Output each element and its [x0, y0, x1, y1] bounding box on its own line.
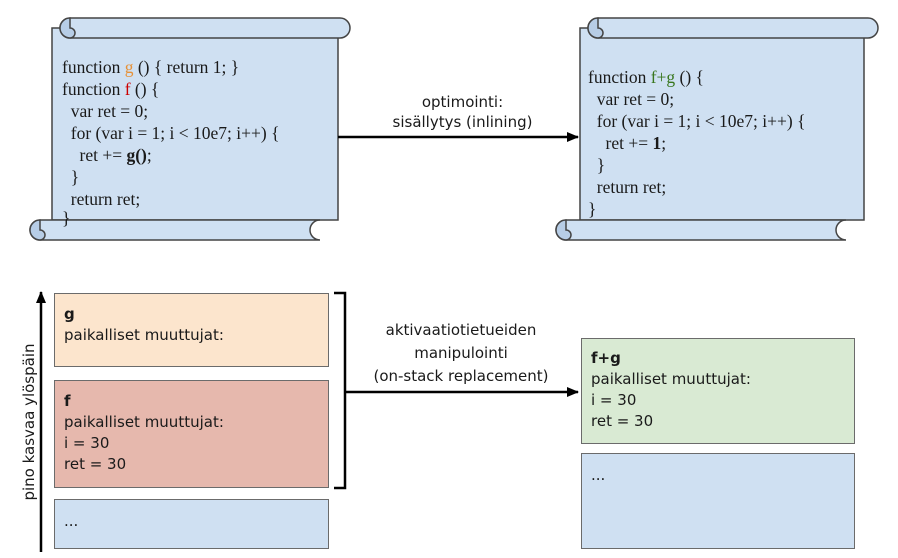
stack-growth-label: pino kasvaa ylöspäin	[20, 343, 38, 501]
right-remaining-stack: ...	[581, 453, 855, 549]
right-code-line-6: return ret;	[588, 177, 667, 197]
osr-label-line-1: aktivaatiotietueiden	[385, 321, 537, 339]
inlining-label-line-2: sisällytys (inlining)	[392, 113, 533, 131]
f-function-name: f	[124, 79, 131, 99]
f-frame-var-ret: ret = 30	[64, 455, 127, 473]
g-activation-record: g paikalliset muuttujat:	[54, 293, 329, 367]
left-code-line-1: function g () { return 1; }	[62, 57, 240, 77]
frames-brace	[334, 291, 347, 490]
right-code-scroll	[555, 17, 879, 241]
right-code-line-5: }	[588, 155, 606, 175]
left-code-line-3: var ret = 0;	[62, 101, 149, 121]
right-remaining-stack-ellipsis: ...	[591, 466, 606, 484]
inlining-label-line-1: optimointi:	[421, 93, 504, 111]
left-code-line-6: }	[62, 167, 80, 187]
left-code-line-2: function f () {	[62, 79, 160, 99]
right-code-line-7: }	[588, 199, 597, 219]
f-frame-name: f	[64, 392, 71, 410]
f-frame-var-i: i = 30	[64, 434, 110, 452]
fg-frame-var-i: i = 30	[591, 391, 637, 409]
left-code-line-8: }	[62, 208, 71, 228]
right-code-line-2: var ret = 0;	[588, 89, 675, 109]
left-code-line-7: return ret;	[62, 189, 141, 209]
left-remaining-stack-ellipsis: ...	[64, 512, 79, 530]
g-frame-name: g	[64, 305, 75, 323]
g-call: g()	[126, 145, 147, 165]
f-frame-locals-label: paikalliset muuttujat:	[64, 413, 224, 431]
fg-frame-locals-label: paikalliset muuttujat:	[591, 370, 751, 388]
g-function-name: g	[124, 57, 134, 77]
g-frame-locals-label: paikalliset muuttujat:	[64, 326, 224, 344]
fg-activation-record: f+g paikalliset muuttujat: i = 30 ret = …	[581, 338, 855, 444]
fg-function-name: f+g	[650, 67, 676, 87]
f-activation-record: f paikalliset muuttujat: i = 30 ret = 30	[54, 380, 329, 488]
osr-label-line-3: (on-stack replacement)	[373, 367, 549, 385]
fg-frame-var-ret: ret = 30	[591, 412, 654, 430]
left-remaining-stack: ...	[54, 499, 329, 549]
inlined-constant: 1	[652, 133, 662, 153]
right-code-line-3: for (var i = 1; i < 10e7; i++) {	[588, 111, 806, 131]
osr-label-line-2: manipulointi	[414, 344, 508, 362]
right-code-line-4: ret += 1;	[588, 133, 667, 153]
left-code-line-4: for (var i = 1; i < 10e7; i++) {	[62, 123, 280, 143]
left-code-scroll	[29, 17, 351, 241]
left-code-line-5: ret += g();	[62, 145, 152, 165]
right-code-line-1: function f+g () {	[588, 67, 704, 87]
fg-frame-name: f+g	[591, 349, 621, 367]
